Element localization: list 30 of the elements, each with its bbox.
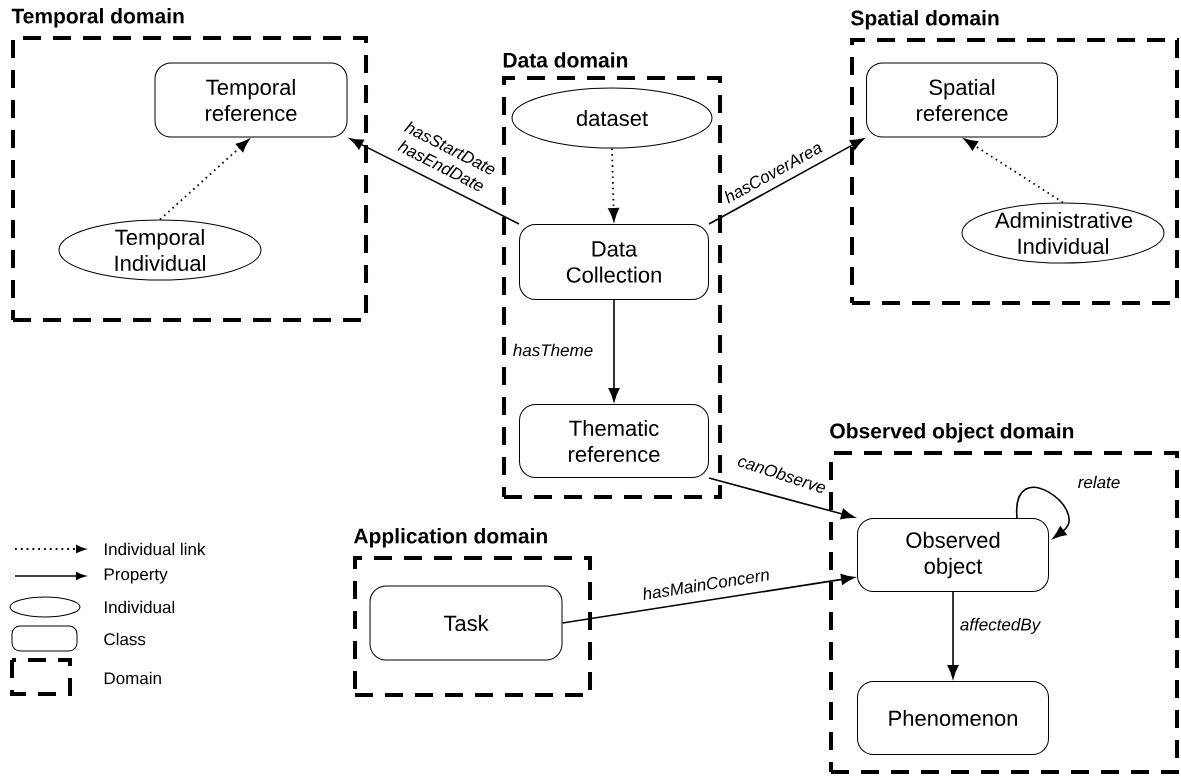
arrow xyxy=(159,139,250,221)
domain-heading: Observed object domain xyxy=(830,423,1074,443)
arrow xyxy=(708,138,864,225)
legend-label: Domain xyxy=(104,671,161,685)
arrow xyxy=(708,477,855,520)
arrow xyxy=(561,574,855,624)
arrow xyxy=(1016,486,1070,539)
edge-label: affectedBy xyxy=(960,618,1041,634)
class-box: Data Collection xyxy=(519,224,709,300)
class-box: Temporal reference xyxy=(154,62,348,138)
class-box: Spatial reference xyxy=(866,62,1058,138)
arrow xyxy=(964,138,1064,204)
class-box: Phenomenon xyxy=(857,681,1049,755)
edge-label: relate xyxy=(1078,475,1120,489)
arrow xyxy=(349,138,520,225)
arrow xyxy=(608,147,619,222)
legend-label: Individual xyxy=(105,600,175,614)
domain-heading: Application domain xyxy=(353,528,547,548)
class-box: Observed object xyxy=(857,518,1049,592)
edge-label: hasTheme xyxy=(513,343,593,357)
class-box: Task xyxy=(369,585,563,661)
legend-label: Class xyxy=(104,632,146,646)
legend-label: Individual link xyxy=(105,542,206,556)
domain-heading: Temporal domain xyxy=(11,8,184,28)
arrow xyxy=(608,299,620,402)
domain-heading: Spatial domain xyxy=(851,10,999,30)
legend-label: Property xyxy=(104,568,168,584)
class-box: Thematic reference xyxy=(519,404,709,478)
domain-heading: Data domain xyxy=(503,52,628,68)
arrow xyxy=(947,591,959,679)
